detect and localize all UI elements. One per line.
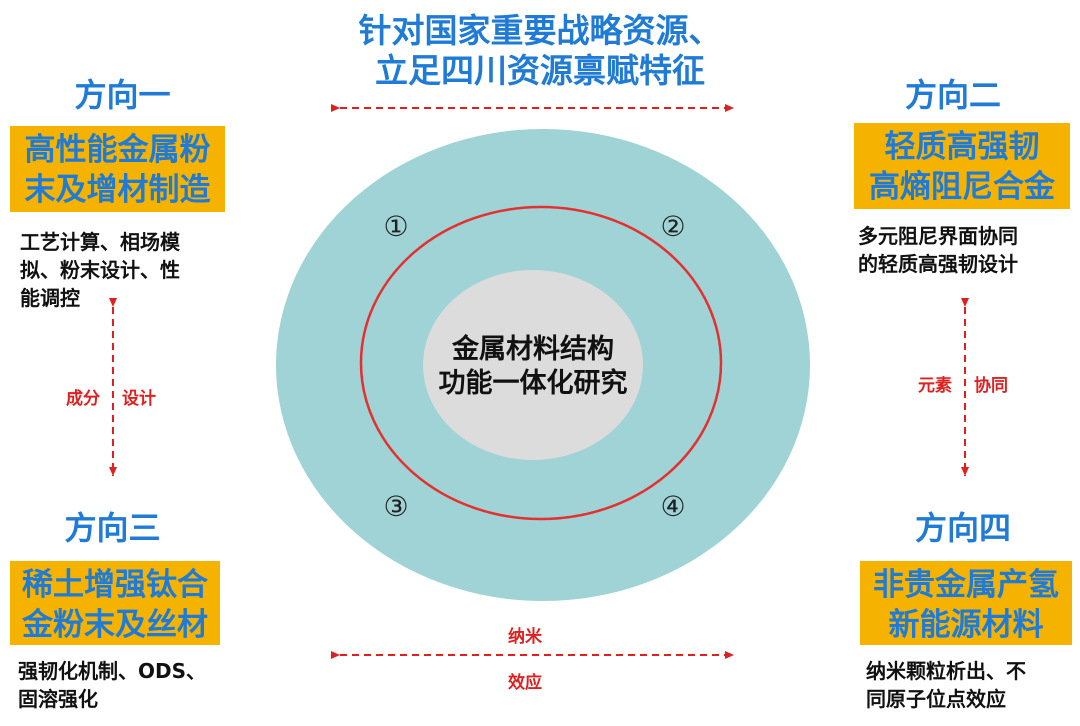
- direction-4-desc-line-2: 同原子位点效应: [866, 687, 1006, 711]
- direction-1-desc-line-3: 能调控: [20, 286, 80, 310]
- direction-2-box-line-1: 轻质高强韧: [884, 129, 1040, 165]
- direction-3-heading: 方向三: [64, 509, 161, 547]
- red-ring: [359, 205, 723, 521]
- direction-4-desc: 纳米颗粒析出、不 同原子位点效应: [866, 657, 1076, 713]
- left-link-label-2: 设计: [122, 389, 156, 409]
- direction-1-desc-line-1: 工艺计算、相场模: [20, 230, 180, 254]
- direction-1-desc-line-2: 拟、粉末设计、性: [20, 258, 180, 282]
- right-link-label-1: 元素: [918, 376, 952, 396]
- direction-3-desc-line-2: 固溶强化: [18, 687, 98, 711]
- direction-3-box: 稀土增强钛合 金粉末及丝材: [10, 561, 220, 645]
- left-link-label-1: 成分: [66, 389, 100, 409]
- bottom-link-label-1: 纳米: [508, 627, 542, 647]
- direction-2-box-line-2: 高熵阻尼合金: [869, 169, 1055, 205]
- direction-1-box: 高性能金属粉 末及增材制造: [10, 126, 225, 212]
- direction-4-box-line-2: 新能源材料: [888, 607, 1044, 643]
- direction-2-box: 轻质高强韧 高熵阻尼合金: [854, 123, 1070, 209]
- center-title-line-1: 金属材料结构: [451, 333, 614, 365]
- direction-1-desc: 工艺计算、相场模 拟、粉末设计、性 能调控: [20, 228, 250, 312]
- header-line-1: 针对国家重要战略资源、: [358, 11, 722, 50]
- direction-1-box-line-1: 高性能金属粉: [24, 132, 211, 168]
- direction-4-box: 非贵金属产氢 新能源材料: [860, 561, 1072, 645]
- direction-3-desc-line-1: 强韧化机制、ODS、: [18, 659, 207, 683]
- header-line-2: 立足四川资源禀赋特征: [375, 51, 705, 90]
- direction-2-desc: 多元阻尼界面协同 的轻质高强韧设计: [858, 222, 1073, 278]
- direction-3-desc: 强韧化机制、ODS、 固溶强化: [18, 657, 278, 713]
- direction-3-box-line-2: 金粉末及丝材: [22, 607, 208, 643]
- marker-1: ①: [383, 210, 408, 243]
- center-core: [423, 270, 643, 460]
- direction-1-box-line-2: 末及增材制造: [24, 172, 211, 208]
- direction-3-box-line-1: 稀土增强钛合: [22, 567, 208, 603]
- direction-2-desc-line-2: 的轻质高强韧设计: [858, 252, 1018, 276]
- direction-4-box-line-1: 非贵金属产氢: [873, 567, 1059, 603]
- direction-4-desc-line-1: 纳米颗粒析出、不: [866, 659, 1026, 683]
- direction-1-heading: 方向一: [74, 76, 171, 114]
- marker-3: ③: [383, 490, 408, 523]
- direction-2-heading: 方向二: [904, 76, 1001, 114]
- direction-2-desc-line-1: 多元阻尼界面协同: [858, 224, 1018, 248]
- right-link-label-2: 协同: [974, 376, 1008, 396]
- bottom-link-label-2: 效应: [508, 673, 542, 693]
- marker-4: ④: [660, 490, 685, 523]
- center-title-line-2: 功能一体化研究: [439, 367, 628, 399]
- direction-4-heading: 方向四: [914, 509, 1011, 547]
- marker-2: ②: [660, 210, 685, 243]
